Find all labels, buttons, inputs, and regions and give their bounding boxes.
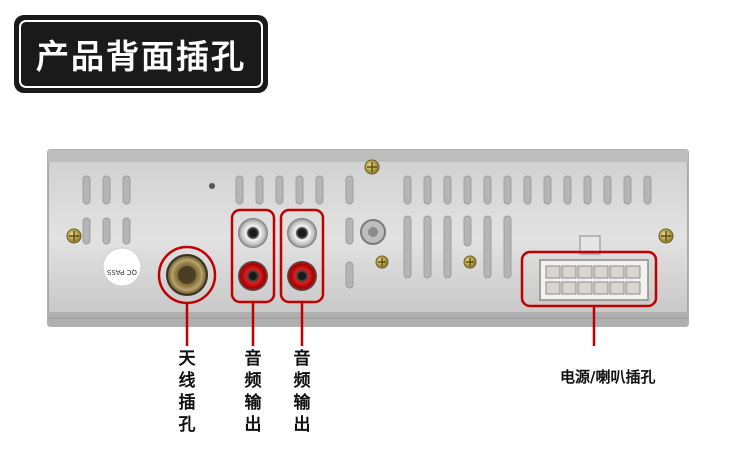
audio-output-label-1: 音频输出: [244, 349, 262, 435]
vent-slots-top: [82, 175, 652, 205]
title-frame: 产品背面插孔: [19, 20, 263, 88]
vent-slots-bottom: [82, 215, 512, 289]
callout-lines: [185, 302, 596, 346]
power-speaker-label: 电源/喇叭插孔: [560, 368, 656, 386]
svg-text:QC PASS: QC PASS: [106, 268, 137, 276]
page-title: 产品背面插孔: [36, 37, 246, 76]
ground-post-icon: [360, 219, 386, 245]
screw-icon: [66, 228, 82, 244]
qc-pass-sticker: QC PASS: [102, 247, 142, 287]
audio-output-label-2: 音频输出: [293, 349, 311, 435]
screw-icon: [375, 255, 389, 269]
screw-icon: [658, 228, 674, 244]
audio-output-jacks-2: [279, 208, 325, 304]
antenna-jack: [157, 245, 217, 305]
hole-icon: [209, 183, 215, 189]
power-speaker-connector: [520, 235, 658, 308]
screw-icon: [364, 159, 380, 175]
title-banner: 产品背面插孔: [14, 15, 268, 93]
antenna-label: 天线插孔: [178, 349, 196, 435]
screw-icon: [463, 255, 477, 269]
